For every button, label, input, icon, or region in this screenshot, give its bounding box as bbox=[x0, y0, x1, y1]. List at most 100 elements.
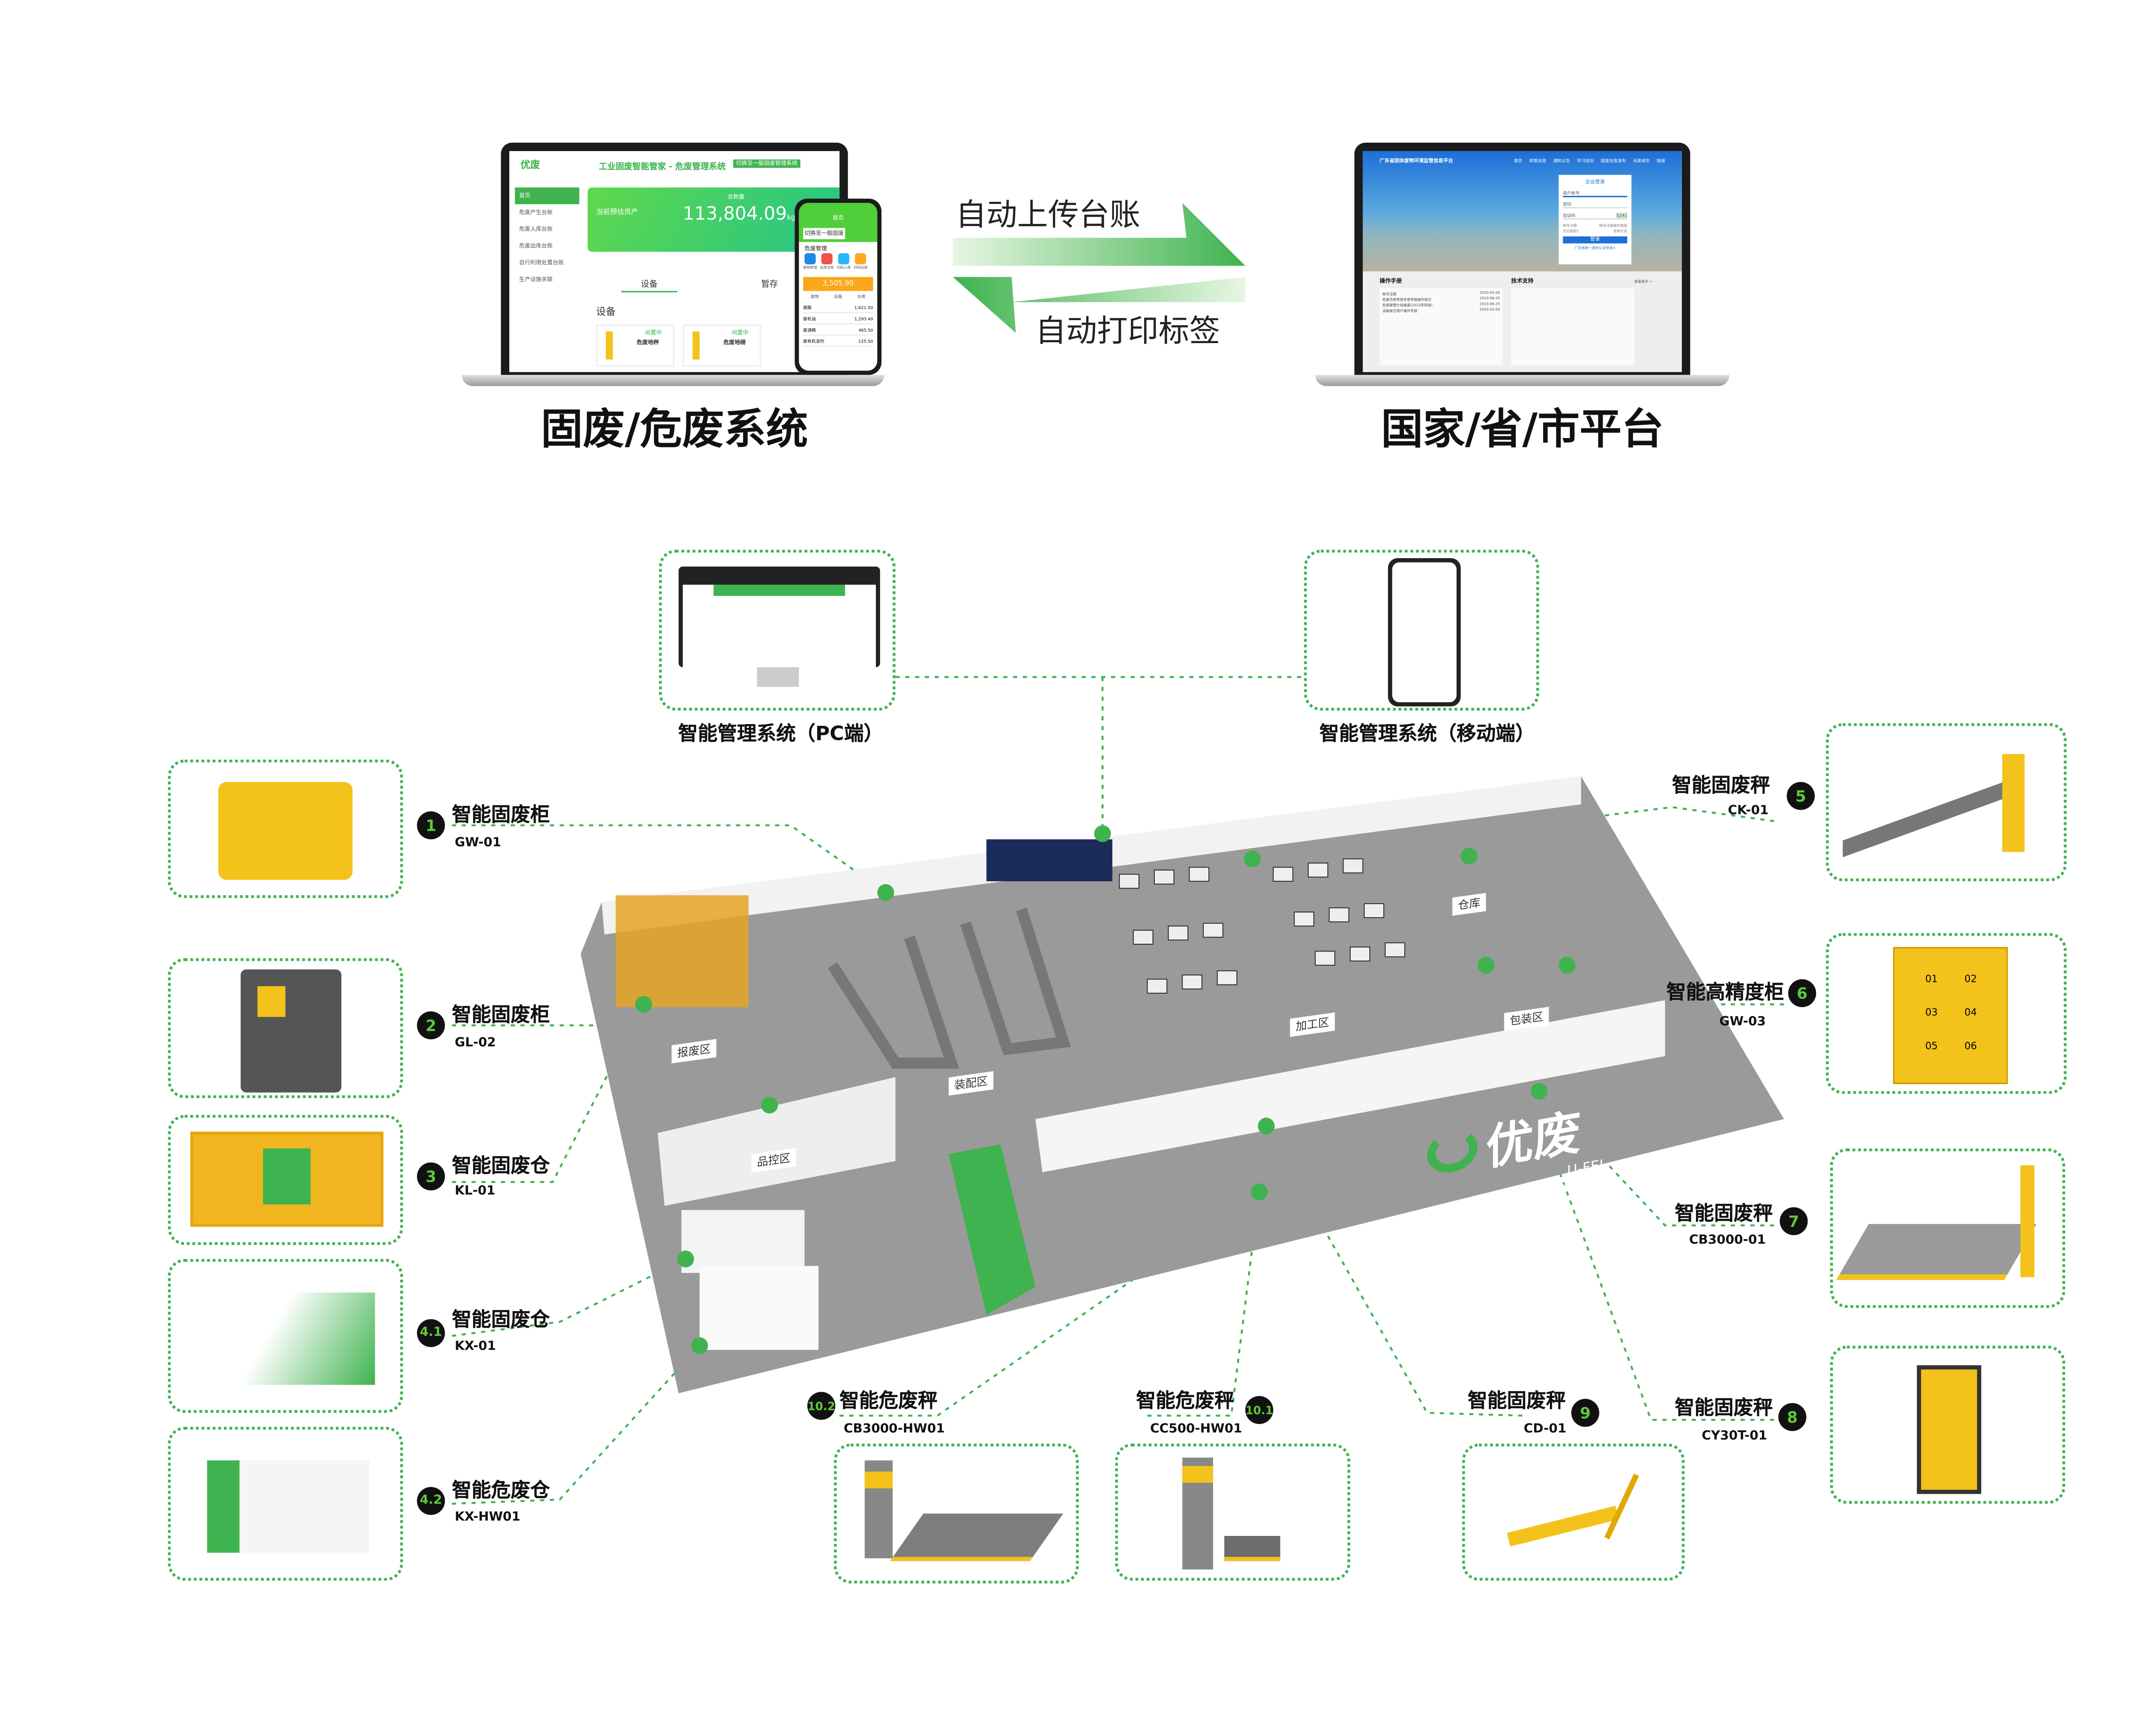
contact-link[interactable]: 咨询方式 bbox=[1613, 229, 1627, 234]
scale-post bbox=[864, 1460, 893, 1558]
product-box-kx-hw01 bbox=[168, 1427, 403, 1581]
tab-devices[interactable]: 设备 bbox=[640, 280, 658, 290]
device-name: 危废地秤 bbox=[637, 338, 659, 346]
nav-item[interactable]: 固废信息发布 bbox=[1601, 158, 1626, 164]
locker-door[interactable]: 04 bbox=[1964, 1007, 1977, 1019]
locker-door[interactable]: 01 bbox=[1925, 974, 1938, 985]
nav-item[interactable]: 首页 bbox=[1514, 158, 1523, 164]
callout-number: 6 bbox=[1788, 979, 1816, 1007]
leaf-logo-icon bbox=[1427, 1125, 1478, 1176]
support-list bbox=[1511, 288, 1635, 365]
pc-terminal-label: 智能管理系统（PC端） bbox=[678, 723, 884, 746]
floor-scale-icon bbox=[890, 1513, 1064, 1561]
callout-model: KX-HW01 bbox=[454, 1510, 521, 1525]
product-box-kl01 bbox=[168, 1114, 403, 1245]
callout-model: GL-02 bbox=[454, 1036, 496, 1051]
phone: 首页 切换至一般固废 危废管理 废物管理 出库台账 扫码入库 扫码出库 3,50… bbox=[795, 198, 882, 375]
product-box-cb3000 bbox=[1830, 1148, 2066, 1308]
callout-title: 智能固废仓 bbox=[452, 1309, 550, 1332]
callout-number: 5 bbox=[1787, 782, 1815, 810]
container-kx01 bbox=[681, 1210, 805, 1273]
product-box-kx01 bbox=[168, 1259, 403, 1413]
phone-switch[interactable]: 切换至一般固废 bbox=[803, 228, 845, 239]
product-box-cd01 bbox=[1462, 1444, 1685, 1581]
menu-item[interactable]: 自行利用处置台账 bbox=[519, 258, 564, 266]
callout-title: 智能固废秤 bbox=[1675, 1397, 1773, 1420]
register-guide-link[interactable]: 账号注册操作指南 bbox=[1599, 223, 1627, 228]
phone-tab[interactable]: 设备 bbox=[834, 294, 843, 300]
phone-tab[interactable]: 废物 bbox=[810, 294, 819, 300]
brand-logo: 优废 bbox=[520, 159, 540, 171]
monitor-icon bbox=[678, 566, 880, 677]
nav-item[interactable]: 链接 bbox=[1656, 158, 1665, 164]
outbound-icon[interactable]: 出库台账 bbox=[820, 253, 834, 270]
switch-system-button[interactable]: 切换至一般固废管理系统 bbox=[733, 159, 801, 168]
nav-item[interactable]: 政策法规 bbox=[1529, 158, 1547, 164]
list-item[interactable]: 危废管理计划备案(2023年新版)2023-06-25 bbox=[1382, 302, 1500, 308]
mobile-terminal-box bbox=[1304, 550, 1539, 711]
laptop-base bbox=[462, 375, 884, 386]
locker-door[interactable]: 05 bbox=[1925, 1040, 1938, 1052]
forgot-link[interactable]: 忘记密码？ bbox=[1563, 229, 1581, 234]
scan-in-icon[interactable]: 扫码入库 bbox=[837, 253, 851, 270]
mobile-terminal-label: 智能管理系统（移动端） bbox=[1319, 723, 1535, 746]
product-box-cb3000-hw01 bbox=[834, 1444, 1079, 1584]
callout-number: 4.2 bbox=[417, 1487, 445, 1515]
callout-number: 9 bbox=[1571, 1399, 1599, 1427]
device-card[interactable]: 闲置中 危废地秤 bbox=[596, 324, 674, 367]
device-card[interactable]: 闲置中 危废地磅 bbox=[683, 324, 761, 367]
waste-manage-icon[interactable]: 废物管理 bbox=[803, 253, 817, 270]
menu-item[interactable]: 危废出库台账 bbox=[519, 242, 553, 249]
tab-storage[interactable]: 暂存 bbox=[761, 280, 778, 290]
password-input[interactable]: 密码 bbox=[1563, 201, 1627, 209]
unified-login-link[interactable]: 广东省统一身份认证登录> bbox=[1574, 246, 1616, 251]
menu-item[interactable]: 危废入库台账 bbox=[519, 225, 553, 232]
callout-number: 3 bbox=[417, 1162, 445, 1191]
username-input[interactable]: 用户帐号 bbox=[1563, 190, 1627, 198]
right-laptop: 广东省固体废物环境监管信息平台 首页 政策法规 通知公告 学习培训 固废信息发布… bbox=[1354, 143, 1690, 381]
nav-item[interactable]: 通知公告 bbox=[1553, 158, 1570, 164]
asset-label: 当前预估资产 bbox=[596, 208, 638, 217]
bench-scale-icon bbox=[1224, 1536, 1280, 1561]
callout-title: 智能高精度柜 bbox=[1666, 982, 1784, 1005]
nav-item[interactable]: 无废城市 bbox=[1633, 158, 1650, 164]
locker-door[interactable]: 02 bbox=[1964, 974, 1977, 985]
section-title: 设备 bbox=[596, 306, 616, 318]
callout-title: 智能固废秤 bbox=[1672, 775, 1770, 798]
callout-title: 智能固废柜 bbox=[452, 804, 550, 827]
product-box-cc500-hw01 bbox=[1115, 1444, 1350, 1581]
locker-door[interactable]: 06 bbox=[1964, 1040, 1977, 1052]
menu-item[interactable]: 首页 bbox=[515, 187, 580, 204]
scan-out-icon[interactable]: 扫码出库 bbox=[854, 253, 868, 270]
nav-item[interactable]: 学习培训 bbox=[1577, 158, 1594, 164]
captcha-image[interactable]: 5241 bbox=[1616, 212, 1627, 218]
locker-door[interactable]: 03 bbox=[1925, 1007, 1938, 1019]
warehouse-icon bbox=[190, 1132, 384, 1227]
login-button[interactable]: 登录 bbox=[1563, 236, 1627, 243]
callout-number: 1 bbox=[417, 811, 445, 839]
menu-item[interactable]: 危废产生台账 bbox=[519, 208, 553, 216]
callout-title: 智能危废仓 bbox=[452, 1480, 550, 1503]
left-laptop: 优废 工业固废智能管家 - 危废管理系统 切换至一般固废管理系统 首页 危废产生… bbox=[501, 143, 848, 381]
platform-title: 国家/省/市平台 bbox=[1381, 405, 1664, 455]
product-box-ck01 bbox=[1826, 723, 2067, 882]
manual-title: 操作手册 bbox=[1379, 277, 1402, 284]
menu-item[interactable]: 生产设施关联 bbox=[519, 275, 553, 283]
display-screen bbox=[986, 839, 1113, 882]
callout-model: CY30T-01 bbox=[1701, 1429, 1767, 1444]
register-link[interactable]: 账号注册 bbox=[1563, 223, 1577, 228]
callout-title: 智能固废柜 bbox=[452, 1004, 550, 1027]
phone-total: 3,505.90 bbox=[803, 277, 873, 291]
more-link[interactable]: 查看更多 > bbox=[1634, 280, 1653, 284]
phone-tab[interactable]: 仓库 bbox=[857, 294, 866, 300]
product-box-gw01 bbox=[168, 759, 403, 898]
